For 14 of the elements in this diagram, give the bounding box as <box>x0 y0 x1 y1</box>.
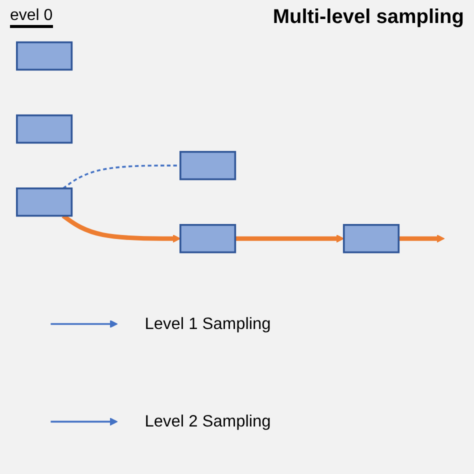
arrow <box>235 234 344 243</box>
node-box <box>179 150 236 180</box>
level-label: evel 0 <box>10 7 53 28</box>
title: Multi-level sampling <box>272 6 464 29</box>
node-box <box>16 114 73 144</box>
node-text: Level 1 Sampling <box>144 314 271 333</box>
node-box <box>16 187 73 217</box>
node-box <box>16 41 73 71</box>
arrow <box>50 320 118 328</box>
node-text: Level 2 Sampling <box>144 412 271 430</box>
node-box <box>342 224 400 254</box>
arrow <box>398 234 445 243</box>
node-box <box>179 224 236 254</box>
arrow <box>50 418 118 426</box>
